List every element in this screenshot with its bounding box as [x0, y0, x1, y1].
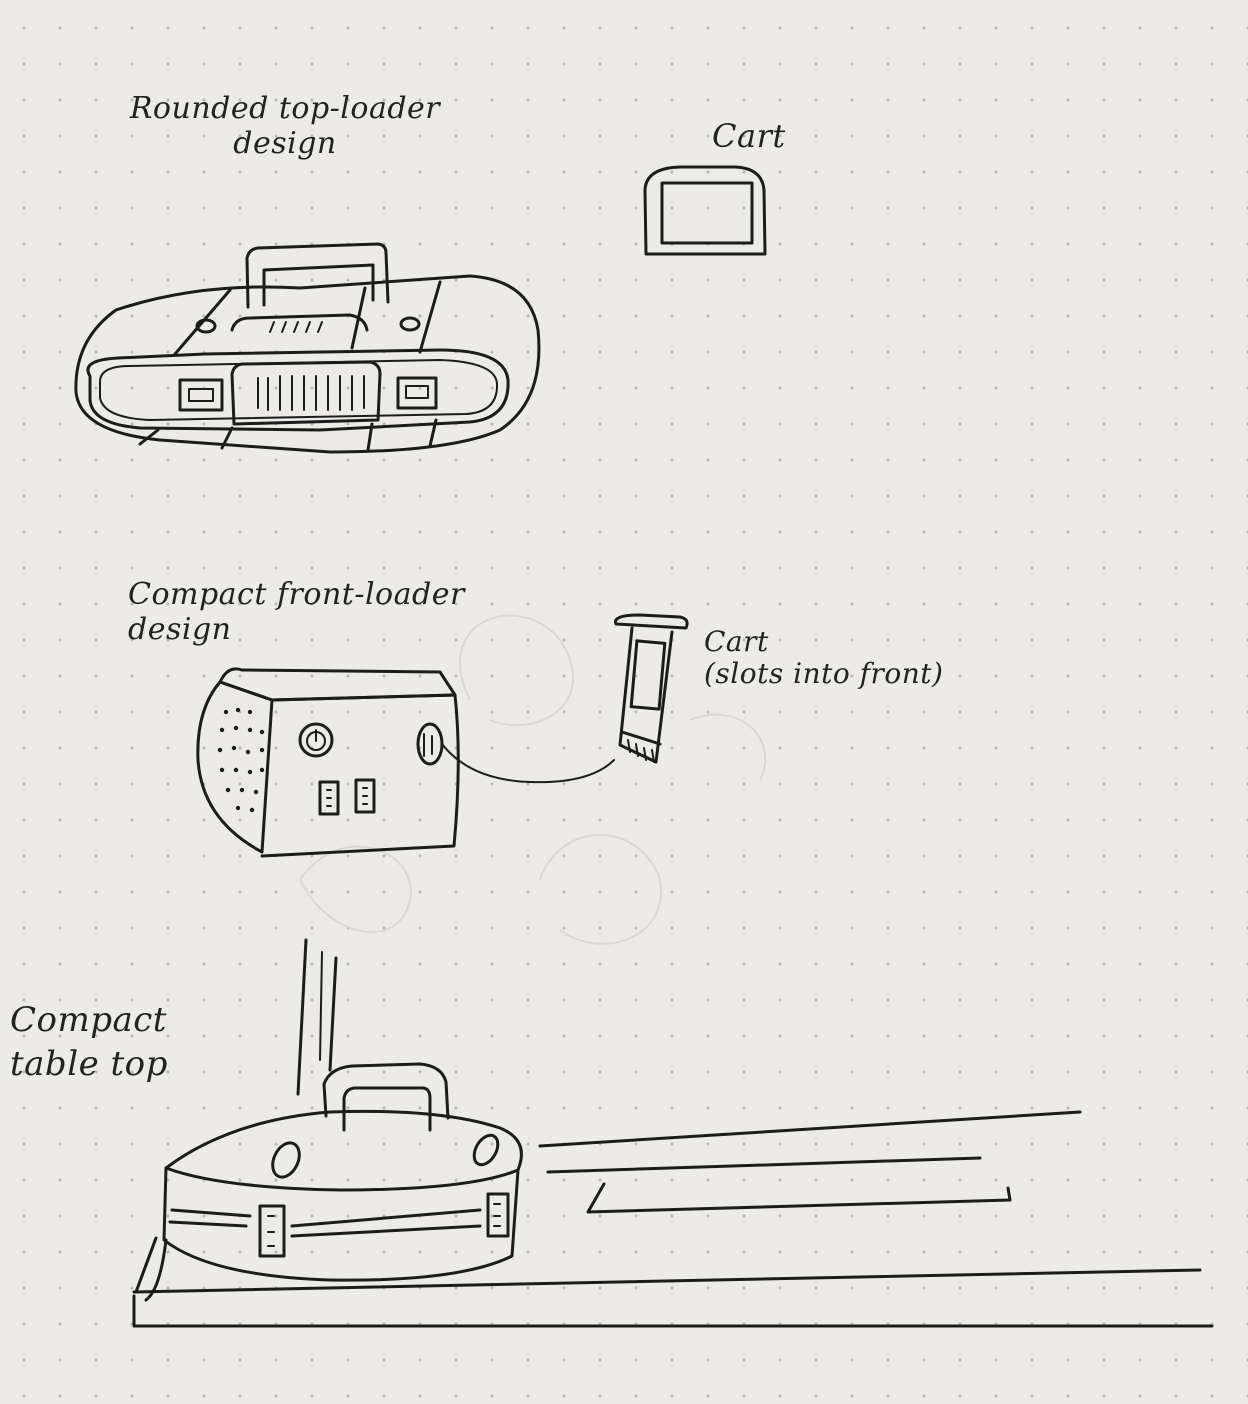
speaker-dots [217, 707, 265, 813]
power-icon [298, 722, 334, 758]
ghost-marks [299, 614, 767, 945]
compact-front-loader-sketch [196, 667, 615, 858]
label-cart-front: Cart (slots into front) [704, 625, 944, 691]
label-rounded-top-loader: Rounded top-loader design [129, 91, 441, 161]
label-cart-top: Cart [712, 117, 786, 155]
label-compact-front-loader: Compact front-loader design [128, 577, 465, 647]
cart-front-sketch [614, 613, 689, 764]
cart-top-sketch [643, 165, 767, 256]
rounded-top-loader-sketch [74, 242, 541, 454]
label-compact-table-top: Compact table top [10, 1000, 168, 1085]
compact-table-top-sketch [132, 938, 1214, 1328]
